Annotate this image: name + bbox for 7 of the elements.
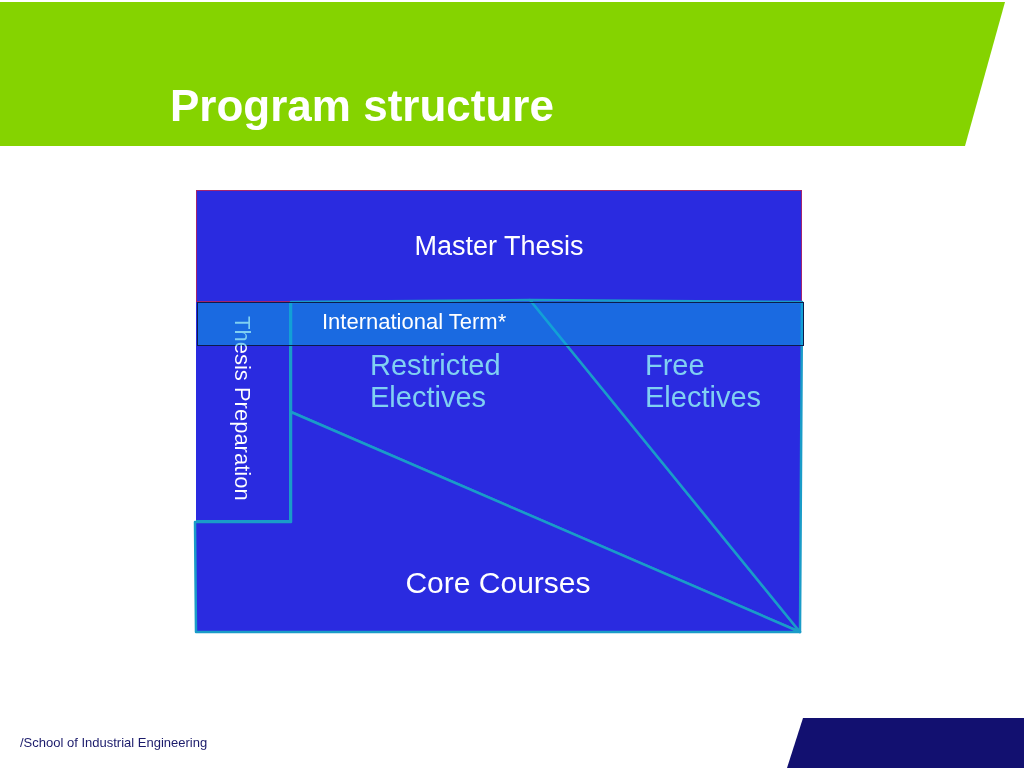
footer-text: /School of Industrial Engineering xyxy=(20,736,208,751)
block-label: Master Thesis xyxy=(413,232,585,262)
band-label: International Term* xyxy=(322,310,507,335)
area-label: Restricted Electives xyxy=(370,350,502,414)
slide-title: Program structure xyxy=(170,82,554,131)
area-label: Core Courses xyxy=(404,566,592,599)
area-label: Free Electives xyxy=(645,350,763,414)
